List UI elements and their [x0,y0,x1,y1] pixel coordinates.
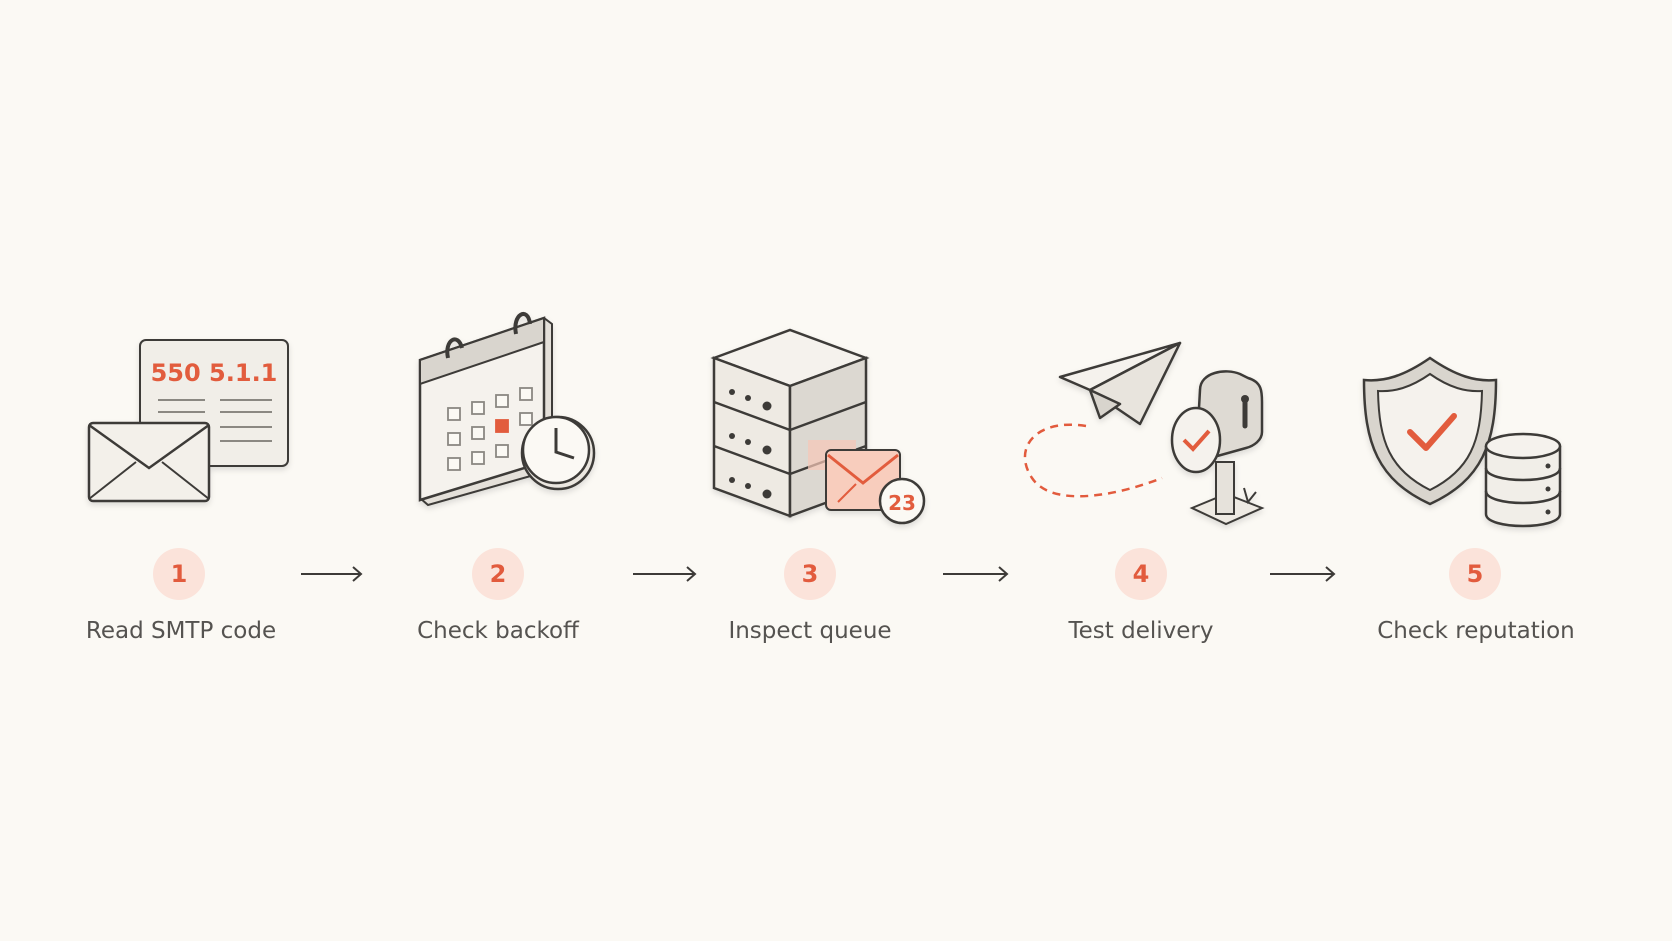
flow-arrow-3-icon [943,566,1009,582]
step-4-badge: 4 [1115,548,1167,600]
calendar-clock-icon [418,311,596,507]
smtp-error-envelope-icon: 550 5.1.1 [87,339,289,503]
queue-count-text: 23 [888,491,916,515]
smtp-code-text: 550 5.1.1 [151,359,278,387]
paper-plane-mailbox-icon [1023,341,1265,526]
flow-arrow-2-icon [633,566,697,582]
shield-database-icon [1362,356,1562,528]
flow-arrow-4-icon [1270,566,1336,582]
flow-arrow-1-icon [301,566,363,582]
step-5-badge: 5 [1449,548,1501,600]
server-queue-icon: 23 [710,328,926,525]
step-5-label: Check reputation [1377,618,1575,644]
step-4-label: Test delivery [1068,618,1214,644]
step-1-label: Read SMTP code [85,618,277,644]
step-3-label: Inspect queue [728,618,892,644]
step-1-badge: 1 [153,548,205,600]
step-2-badge: 2 [472,548,524,600]
step-3-badge: 3 [784,548,836,600]
step-2-label: Check backoff [417,618,579,644]
